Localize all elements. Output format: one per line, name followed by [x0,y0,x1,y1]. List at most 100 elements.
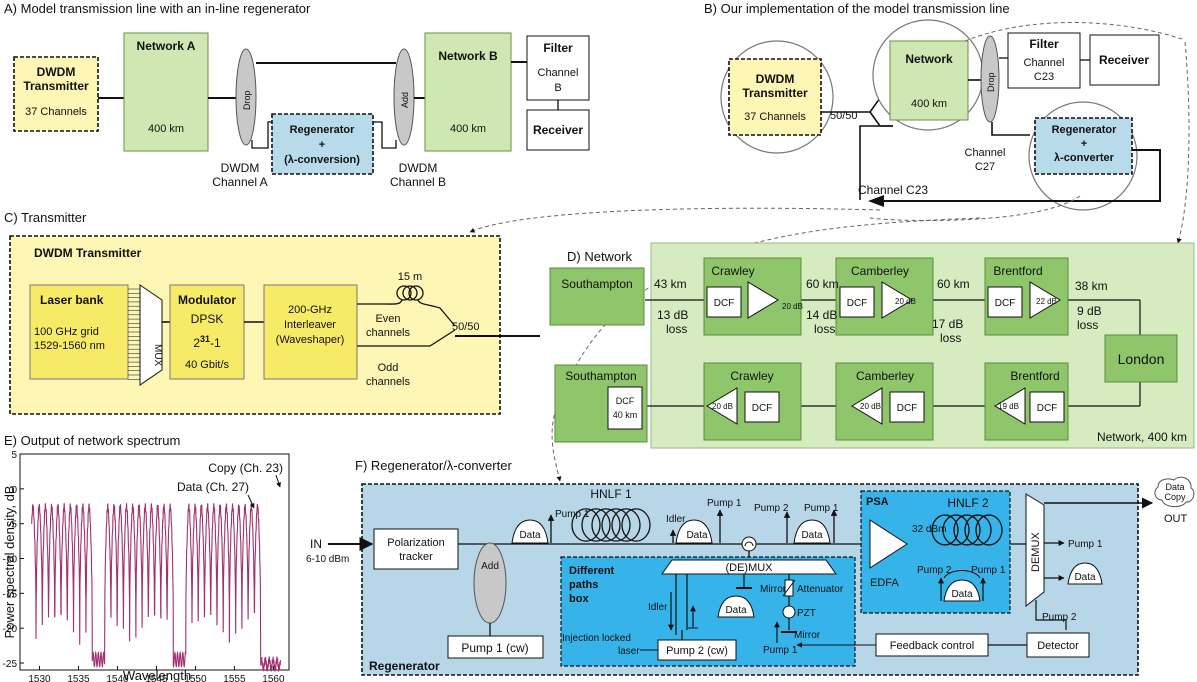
coil-loop [964,514,992,546]
d-dcf-top-1 [706,286,742,318]
d-dcf-bot-2-label: DCF [897,403,918,414]
d-span-3-loss-1: 17 dB [932,317,963,331]
c-odd-1: Odd [378,362,399,374]
f-pol-1: Polarization [387,537,444,549]
f-dpb-3: box [569,593,589,605]
d-amp-top-1 [747,281,779,319]
f-data-5: Data [951,589,973,600]
panel-f: F) Regenerator/λ-converter Regenerator I… [306,458,1195,676]
f-pump1-cw [447,635,544,659]
a-regenerator [271,113,374,175]
f-dpb-2: paths [569,579,598,591]
f-out-bubble-1: Data [1165,482,1184,492]
y-tick-label: -25 [3,659,18,670]
f-pump1-c: Pump 1 [804,503,839,514]
d-camberley-top-label: Camberley [851,264,909,278]
f-data-pulse-4 [717,595,755,618]
f-data-pulse-6 [1067,562,1103,585]
c-even-2: channels [366,327,411,339]
c-laser-title: Laser bank [40,293,104,307]
f-edfa-label: EDFA [870,577,899,589]
c-prbs: 231-1 [193,334,221,350]
coil-loop [571,508,601,542]
y-tick-label: -5 [8,520,17,531]
d-camberley-bot-label: Camberley [856,369,914,383]
x-tick-label: 1555 [223,674,246,682]
d-southampton-top-label: Southampton [561,277,632,291]
panel-b: B) Our implementation of the model trans… [704,1,1186,222]
b-network-label: Network [905,52,953,66]
d-amp-bot-2 [851,387,883,425]
f-pump1-d: Pump 1 [763,645,798,656]
coil-loop [591,508,621,542]
c-laser-grid: 100 GHz grid [34,326,99,338]
f-attenuator-label: Attenuator [797,584,844,595]
a-dwdm-title-1: DWDM [37,65,76,79]
d-gain-bot-2: 20 dB [860,402,881,411]
d-crawley-top-label: Crawley [711,264,754,278]
b-split-label: 50/50 [830,110,858,122]
c-even-1: Even [375,313,400,325]
c-bitrate: 40 Gbit/s [185,359,230,371]
d-amp-top-3 [1029,281,1061,319]
f-data-4: Data [725,605,747,616]
b-drop-label: Drop [986,72,996,92]
a-network-a-km: 400 km [148,123,184,135]
a-chan-b-2: Channel B [390,175,446,189]
chart-y-ticks: 50-5-10-15-20-25 [3,450,24,670]
panel-e-chart: E) Output of network spectrum 50-5-10-15… [2,433,290,682]
f-edfa [869,519,908,569]
a-network-b-km: 400 km [450,123,486,135]
f-injection-1: Injection locked [562,633,631,644]
panel-c: C) Transmitter DWDM Transmitter Laser ba… [4,210,540,415]
f-dpb-1: Different [569,565,615,577]
c-delay-loop-2 [402,285,418,301]
x-tick-label: 1550 [184,674,207,682]
a-network-a [123,32,209,152]
d-amp-top-2 [881,281,913,319]
d-dcf-top-1-label: DCF [714,298,735,309]
d-crawley-bot-label: Crawley [730,369,773,383]
b-network-km: 400 km [911,98,947,110]
f-data-pulse-5 [943,579,981,602]
f-hnlf2-coil [931,514,1003,546]
panel-c-title: C) Transmitter [4,210,87,225]
d-dcf-bot-2 [889,391,925,423]
c-split-label: 50/50 [452,321,480,333]
b-chan-c23: Channel C23 [858,183,928,197]
c-interleaver [263,284,358,380]
f-out-label: OUT [1164,513,1188,525]
d-gain-bot-1: 20 dB [712,402,733,411]
c-delay-loop-1 [396,285,412,301]
b-chan-c27-1: Channel [965,147,1006,159]
a-chan-b-1: DWDM [399,161,438,175]
a-dwdm-transmitter [13,56,99,132]
panel-a: A) Model transmission line with an in-li… [4,1,590,189]
d-dcf40 [607,386,643,430]
f-circulator [741,536,757,552]
f-demux [1025,493,1045,608]
coil-loop [931,514,959,546]
c-laser-lines [128,288,141,380]
f-data-3: Data [801,530,823,541]
f-data-6: Data [1074,572,1096,583]
a-add-label: Add [400,92,410,108]
d-gain-top-1: 20 dB [782,302,803,311]
f-pump2-cw [657,639,737,661]
f-psa-label: PSA [866,496,889,508]
d-gain-top-3: 22 dB [1036,297,1057,306]
coil-loop [581,508,611,542]
d-span-2-loss-2: loss [814,322,835,336]
f-pzt-label: PZT [797,608,816,619]
f-pump2-c: Pump 2 [1042,612,1077,623]
b-drop-coupler [980,35,1000,123]
f-pump2-a: Pump 2 [754,503,789,514]
chart-annotation-data: Data (Ch. 27) [177,480,249,494]
a-network-b-label: Network B [438,49,498,63]
coil-loop [953,514,981,546]
f-32dbm: 32 dBm [912,524,946,535]
c-int-2: Interleaver [284,319,336,331]
b-dwdm-title-2: Transmitter [742,86,808,100]
f-hnlf2-label: HNLF 2 [947,496,989,510]
